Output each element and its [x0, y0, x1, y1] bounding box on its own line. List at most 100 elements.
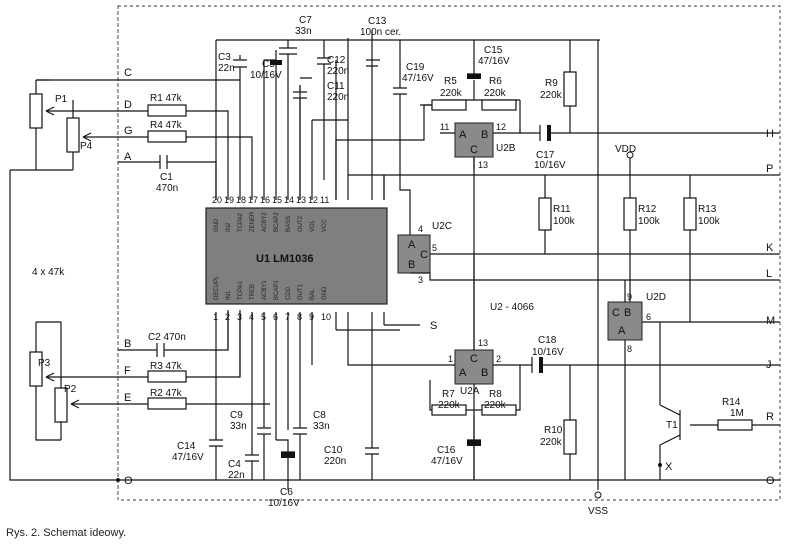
svg-text:R2 47k: R2 47k — [150, 388, 183, 399]
svg-text:C11: C11 — [327, 81, 345, 92]
svg-text:9: 9 — [627, 292, 632, 302]
svg-text:U2D: U2D — [646, 292, 666, 303]
svg-text:220n: 220n — [327, 66, 349, 77]
svg-text:220k: 220k — [540, 437, 563, 448]
chip-pin-function: TCPA2 — [238, 212, 244, 232]
svg-text:R6: R6 — [489, 76, 502, 87]
chip-pin-function: VCC — [322, 219, 328, 232]
svg-text:33n: 33n — [313, 421, 330, 432]
svg-text:M: M — [766, 315, 775, 327]
svg-text:P3: P3 — [38, 358, 51, 369]
svg-text:A: A — [124, 151, 132, 163]
chip-pin-function: IN2 — [226, 222, 232, 232]
svg-text:G: G — [124, 125, 133, 137]
chip-pin-function: GND — [214, 218, 220, 232]
chip-pin-function: DECUPL — [214, 275, 220, 300]
svg-text:C4: C4 — [228, 459, 241, 470]
chip-pin-number: 12 — [308, 195, 318, 205]
svg-text:C14: C14 — [177, 441, 196, 452]
svg-text:R9: R9 — [545, 78, 558, 89]
svg-text:E: E — [124, 392, 131, 404]
svg-text:S: S — [430, 320, 437, 332]
chip-pin-function: ACBY1 — [262, 280, 268, 300]
svg-text:1M: 1M — [730, 408, 744, 419]
chip-pin-number: 14 — [284, 195, 294, 205]
left-wiring — [9, 79, 780, 482]
svg-text:B: B — [408, 259, 415, 271]
chip-pin-number: 19 — [224, 195, 234, 205]
svg-text:B: B — [624, 307, 631, 319]
svg-text:P: P — [766, 163, 773, 175]
svg-text:F: F — [124, 365, 131, 377]
chip-pin-number: 20 — [212, 195, 222, 205]
chip-bottom-wiring — [209, 312, 440, 490]
svg-text:A: A — [618, 325, 626, 337]
chip-pin-function: TCPA1 — [238, 280, 244, 300]
svg-text:R8: R8 — [489, 389, 502, 400]
chip-pin-number: 17 — [248, 195, 258, 205]
u2d-switch — [607, 280, 780, 480]
svg-text:100k: 100k — [698, 216, 721, 227]
chip-pin-function: BAL — [310, 288, 316, 300]
chip-pin-number: 15 — [272, 195, 282, 205]
svg-text:B: B — [124, 338, 131, 350]
chip-pin-function: ZENER — [250, 211, 256, 232]
svg-text:C7: C7 — [299, 15, 312, 26]
svg-text:C: C — [470, 353, 478, 365]
svg-text:100k: 100k — [553, 216, 576, 227]
svg-text:P4: P4 — [80, 141, 93, 152]
svg-text:4 x 47k: 4 x 47k — [32, 267, 65, 278]
svg-text:H: H — [766, 128, 774, 140]
svg-text:C13: C13 — [368, 16, 387, 27]
svg-text:5: 5 — [432, 243, 437, 253]
svg-text:D: D — [124, 99, 132, 111]
svg-text:A: A — [459, 367, 467, 379]
switch-labels: 11 12 13 A B C U2B 4 5 3 A B C U2C 1 2 1… — [408, 122, 666, 397]
svg-text:J: J — [766, 359, 772, 371]
svg-text:220k: 220k — [540, 90, 563, 101]
svg-text:U2A: U2A — [460, 386, 480, 397]
svg-text:A: A — [459, 129, 467, 141]
svg-text:C8: C8 — [313, 410, 326, 421]
chip-pin-number: 10 — [321, 312, 331, 322]
svg-text:10/16V: 10/16V — [534, 160, 566, 171]
svg-text:R7: R7 — [442, 389, 455, 400]
svg-text:C: C — [470, 144, 478, 156]
svg-text:C5: C5 — [262, 59, 275, 70]
svg-text:47/16V: 47/16V — [172, 452, 204, 463]
svg-text:47/16V: 47/16V — [478, 56, 510, 67]
svg-text:6: 6 — [646, 312, 651, 322]
svg-text:C17: C17 — [536, 150, 555, 161]
svg-text:C: C — [124, 67, 132, 79]
svg-text:10/16V: 10/16V — [532, 347, 564, 358]
u2b-switch — [420, 40, 780, 480]
svg-text:10/16V: 10/16V — [250, 70, 282, 81]
svg-text:C18: C18 — [538, 335, 557, 346]
svg-text:L: L — [766, 268, 772, 280]
svg-text:T1: T1 — [666, 420, 678, 431]
svg-text:12: 12 — [496, 122, 506, 132]
chip-pin-function: GND — [322, 286, 328, 300]
svg-text:22n: 22n — [228, 470, 245, 481]
svg-text:B: B — [481, 129, 488, 141]
svg-text:C: C — [612, 307, 620, 319]
svg-text:3: 3 — [418, 275, 423, 285]
svg-text:220n: 220n — [327, 92, 349, 103]
svg-text:X: X — [665, 461, 673, 473]
svg-text:R: R — [766, 411, 774, 423]
chip-pin-function: BCAP1 — [274, 280, 280, 300]
svg-text:C16: C16 — [437, 445, 456, 456]
svg-text:11: 11 — [440, 122, 449, 132]
chip-pin-function: IN1 — [226, 290, 232, 300]
net-labels: C D G A B F E O H P K L M J R O VDD VSS … — [124, 67, 775, 517]
svg-text:220k: 220k — [484, 400, 507, 411]
svg-text:C3: C3 — [218, 52, 231, 63]
svg-text:4: 4 — [418, 224, 423, 234]
svg-text:100k: 100k — [638, 216, 661, 227]
svg-text:C19: C19 — [406, 62, 425, 73]
svg-text:220k: 220k — [484, 88, 507, 99]
chip-pin-function: BASS — [286, 216, 292, 232]
svg-text:R3 47k: R3 47k — [150, 361, 183, 372]
chip-pin-function: CDD — [286, 286, 292, 300]
svg-text:13: 13 — [478, 338, 488, 348]
